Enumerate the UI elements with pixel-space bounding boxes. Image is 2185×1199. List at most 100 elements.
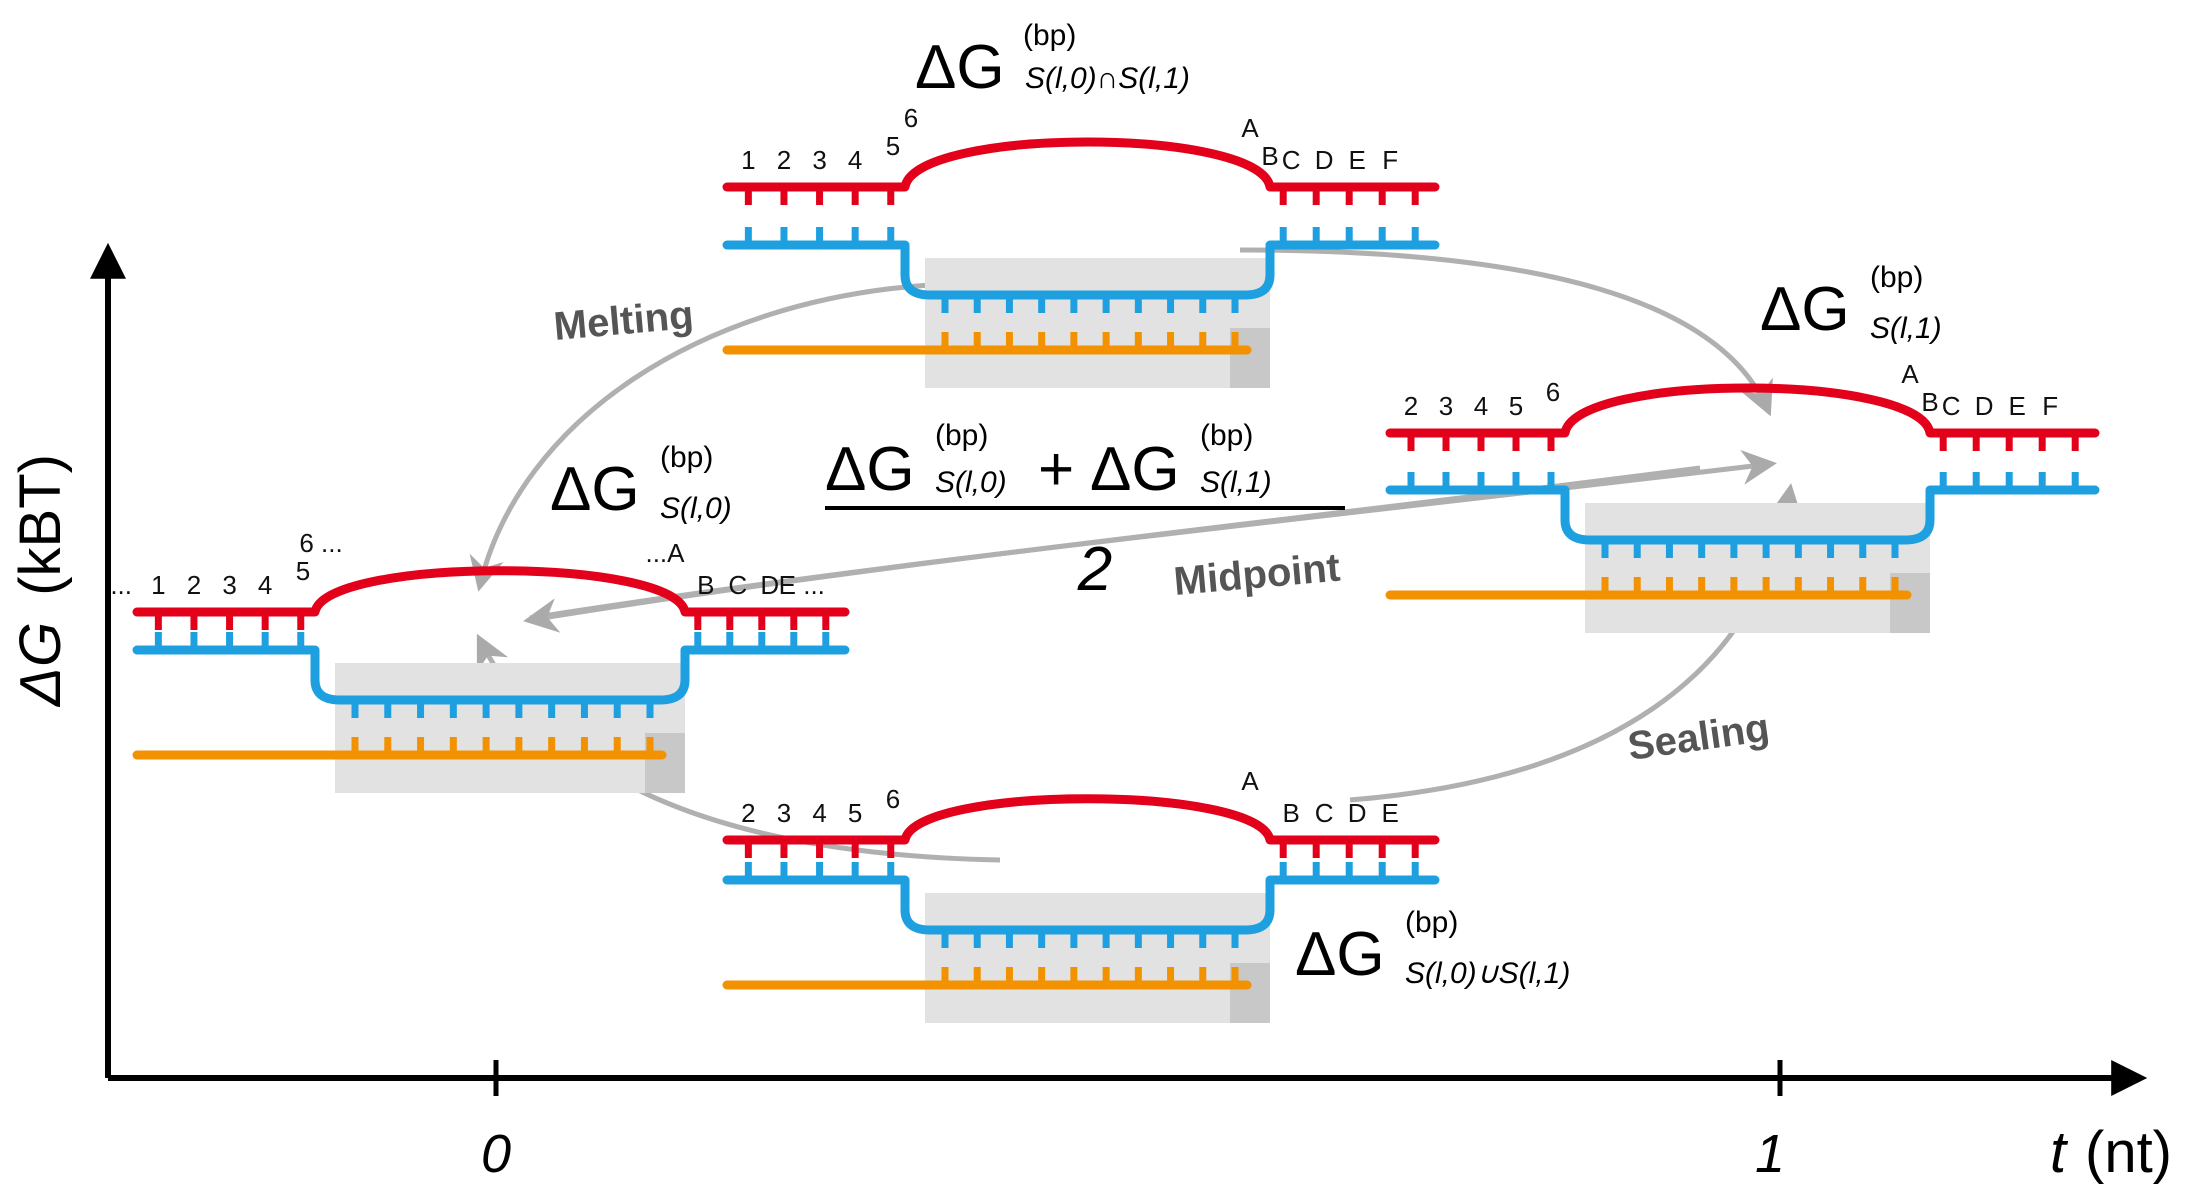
edge-label-left-left: 5 xyxy=(296,556,310,586)
energy-state0-sup: (bp) xyxy=(660,441,713,474)
edge-label-right-top: B xyxy=(1261,141,1278,171)
base-label-right-left: B xyxy=(697,570,714,600)
base-label-bottom: 2 xyxy=(741,798,755,828)
base-label-bottom: 3 xyxy=(777,798,791,828)
base-label-left: 3 xyxy=(222,570,236,600)
polymerase-bottom xyxy=(925,893,1270,1023)
y-axis-unit: (kBT) xyxy=(8,454,73,596)
base-label-right-right: C xyxy=(1942,391,1961,421)
nontemplate-strand-bubble-left xyxy=(310,650,690,705)
base-label-right: 3 xyxy=(1439,391,1453,421)
svg-text:ΔG (kBT): ΔG (kBT) xyxy=(8,454,73,708)
base-label-top: 4 xyxy=(848,145,862,175)
formula-plus: + xyxy=(1038,435,1074,504)
edge-label-right-bottom: A xyxy=(1241,766,1259,796)
base-label-prefix-left: ... xyxy=(110,570,132,600)
energy-intersection-main: ΔG xyxy=(915,33,1005,102)
nontemplate-strand-bubble-top xyxy=(900,245,1275,300)
energy-intersection: ΔG (bp) S(l,0)∩S(l,1) xyxy=(915,19,1190,102)
base-label-top: 1 xyxy=(741,145,755,175)
base-label-bottom: 5 xyxy=(848,798,862,828)
nontemplate-strand-bubble-right xyxy=(1560,490,1935,545)
base-label-right-top: D xyxy=(1315,145,1334,175)
base-label-right-top: F xyxy=(1382,145,1398,175)
base-label-left: 4 xyxy=(258,570,272,600)
base-label-right-bottom: C xyxy=(1315,798,1334,828)
formula-sup-1: (bp) xyxy=(935,419,988,452)
template-strand-bubble-bottom xyxy=(900,794,1275,842)
label-midpoint: Midpoint xyxy=(1172,546,1342,604)
energy-union-sub: S(l,0)∪S(l,1) xyxy=(1405,957,1570,990)
edge-label-left-right: 6 xyxy=(1546,377,1560,407)
energy-state1-sup: (bp) xyxy=(1870,261,1923,294)
label-melting: Melting xyxy=(552,293,695,349)
edge-label-right-left: ...A xyxy=(645,538,685,568)
base-label-left: 1 xyxy=(151,570,165,600)
formula-main-1: ΔG xyxy=(825,435,915,504)
base-label-left: 2 xyxy=(187,570,201,600)
x-tick-label-1: 1 xyxy=(1755,1124,1785,1184)
svg-text:t: t xyxy=(2050,1120,2069,1185)
edge-label-left-top: 6 xyxy=(904,103,918,133)
base-label-right-top: C xyxy=(1282,145,1301,175)
base-label-right-right: D xyxy=(1975,391,1994,421)
x-axis-unit: (nt) xyxy=(2085,1120,2172,1185)
edge-label-left-top: 5 xyxy=(886,131,900,161)
energy-intersection-sub: S(l,0)∩S(l,1) xyxy=(1025,62,1190,95)
energy-state0-sub: S(l,0) xyxy=(660,492,732,525)
base-label-top: 3 xyxy=(812,145,826,175)
formula-main-2: ΔG xyxy=(1090,435,1180,504)
edge-label-right-top: A xyxy=(1241,113,1259,143)
energy-state0: ΔG (bp) S(l,0) xyxy=(550,441,732,525)
energy-union: ΔG (bp) S(l,0)∪S(l,1) xyxy=(1295,906,1570,990)
polymerase-top xyxy=(925,258,1270,388)
melting-arrow-to-left xyxy=(469,282,931,592)
polymerase-right xyxy=(1585,503,1930,633)
base-label-right-bottom: B xyxy=(1283,798,1300,828)
base-label-right-top: E xyxy=(1349,145,1366,175)
energy-union-sup: (bp) xyxy=(1405,906,1458,939)
formula-sub-2: S(l,1) xyxy=(1200,466,1272,499)
formula-sub-1: S(l,0) xyxy=(935,466,1007,499)
polymerase-left xyxy=(335,663,685,793)
base-label-right: 5 xyxy=(1509,391,1523,421)
x-tick-label-0: 0 xyxy=(481,1124,511,1184)
edge-label-right-right: A xyxy=(1901,359,1919,389)
nontemplate-strand-bubble-bottom xyxy=(900,880,1275,935)
formula-denominator: 2 xyxy=(1077,535,1112,604)
base-label-right-right: E xyxy=(2009,391,2026,421)
edge-label-left-bottom: 6 xyxy=(886,784,900,814)
energy-state1: ΔG (bp) S(l,1) xyxy=(1760,261,1942,345)
x-axis-label: t (nt) xyxy=(2050,1120,2172,1185)
energy-union-main: ΔG xyxy=(1295,920,1385,989)
energy-state1-main: ΔG xyxy=(1760,275,1850,344)
melting-arrow-to-right xyxy=(1239,247,1773,417)
base-label-right-left: E ... xyxy=(779,570,825,600)
edge-label-left-left: 6 ... xyxy=(299,528,342,558)
y-axis-label: ΔG (kBT) xyxy=(8,454,73,708)
base-label-right: 4 xyxy=(1474,391,1488,421)
midpoint-formula: ΔG (bp) S(l,0) + ΔG (bp) S(l,1) 2 xyxy=(825,419,1345,604)
energy-state1-sub: S(l,1) xyxy=(1870,312,1942,345)
base-label-right-bottom: E xyxy=(1382,798,1399,828)
base-label-right-right: F xyxy=(2042,391,2058,421)
edge-label-right-right: B xyxy=(1921,387,1938,417)
energy-intersection-sup: (bp) xyxy=(1023,19,1076,52)
formula-sup-2: (bp) xyxy=(1200,419,1253,452)
base-label-right-left: C xyxy=(728,570,747,600)
template-strand-bubble-left xyxy=(310,566,690,614)
base-label-right-left: D xyxy=(760,570,779,600)
axes: 0 1 t (nt) ΔG (kBT) xyxy=(8,242,2172,1185)
energy-state0-main: ΔG xyxy=(550,455,640,524)
base-label-right-bottom: D xyxy=(1348,798,1367,828)
base-label-top: 2 xyxy=(777,145,791,175)
base-label-bottom: 4 xyxy=(812,798,826,828)
template-strand-bubble-right xyxy=(1560,383,1935,435)
x-axis-var: t xyxy=(2050,1120,2069,1185)
